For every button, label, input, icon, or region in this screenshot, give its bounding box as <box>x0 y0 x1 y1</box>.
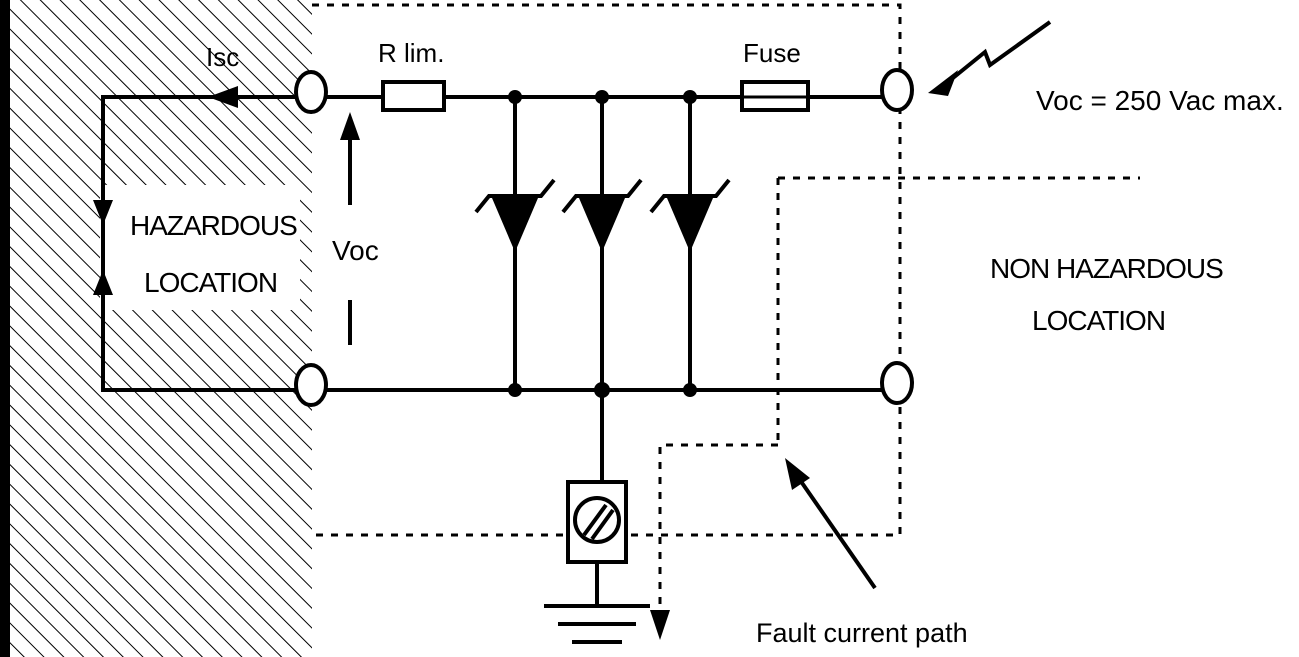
fuse <box>740 80 810 112</box>
earth-ground-icon <box>544 604 650 644</box>
lightning-bolt-icon <box>928 20 1052 96</box>
voc-arrow <box>340 112 360 345</box>
terminal-top-left <box>294 70 328 114</box>
voc-label: Voc <box>332 235 379 266</box>
fault-current-path-line <box>658 443 778 610</box>
voc-max-label: Voc = 250 Vac max. <box>1036 85 1284 116</box>
non-hazardous-location-line1: NON HAZARDOUS <box>990 253 1223 284</box>
non-hazardous-boundary <box>776 176 1140 445</box>
loop-arrow-up <box>93 270 113 295</box>
isc-arrow-head <box>208 86 238 108</box>
hazardous-location-line1: HAZARDOUS <box>130 210 297 241</box>
zener-diode-3 <box>649 97 731 390</box>
fault-current-pointer-arrow <box>785 458 877 590</box>
non-hazardous-location-line2: LOCATION <box>1032 305 1165 336</box>
terminal-bottom-left <box>294 363 328 407</box>
junction-dots <box>508 90 697 398</box>
hazardous-loop <box>93 86 296 392</box>
zener-diode-1 <box>474 97 556 390</box>
terminal-bottom-right <box>880 361 914 405</box>
earth-connection <box>566 390 628 606</box>
terminal-top-right <box>880 68 914 112</box>
isc-label: Isc <box>206 42 239 72</box>
resistor-r-lim <box>381 80 446 112</box>
fault-current-arrow-head <box>650 610 670 640</box>
r-lim-label: R lim. <box>378 38 444 68</box>
fault-current-path-label: Fault current path <box>756 618 968 648</box>
fuse-label: Fuse <box>743 38 801 68</box>
loop-arrow-down <box>93 200 113 225</box>
hazardous-location-line2: LOCATION <box>144 267 277 298</box>
zener-diode-2 <box>561 97 643 390</box>
hazardous-area-hatch <box>0 0 312 657</box>
